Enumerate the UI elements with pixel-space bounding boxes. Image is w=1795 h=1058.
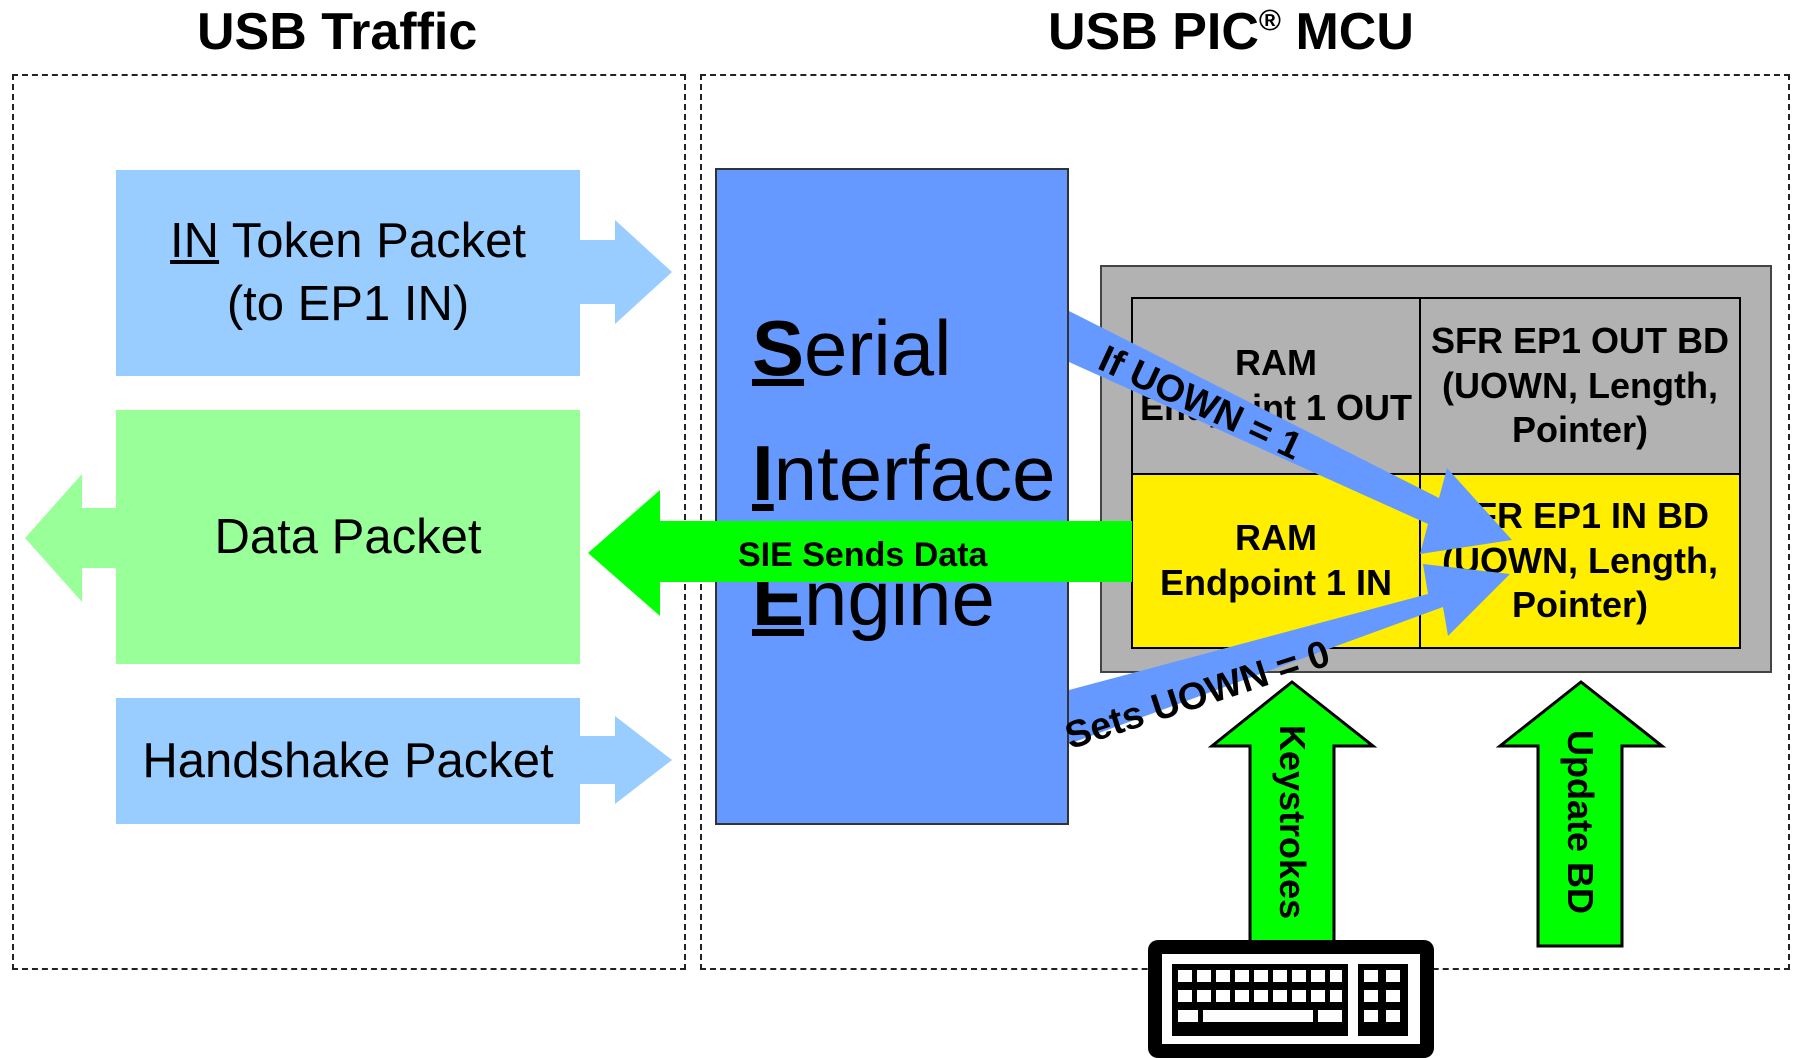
- sie-sends-data-label: SIE Sends Data: [738, 536, 988, 574]
- sie-line-interface: Interface: [752, 429, 1056, 517]
- serial-interface-engine: [715, 168, 1069, 825]
- update-bd-arrow: [1495, 680, 1667, 948]
- handshake-arrow: [578, 716, 672, 804]
- sie-line-serial: Serial: [752, 304, 952, 392]
- if-uown-arrow: [1069, 311, 1512, 554]
- keystrokes-arrow: [1207, 680, 1378, 948]
- sets-uown-arrow: [1069, 564, 1510, 744]
- in-token-packet: IN Token Packet(to EP1 IN): [116, 170, 580, 376]
- sie-sends-data-arrow: [588, 490, 1132, 616]
- in-token-arrow: [578, 220, 672, 324]
- usb-traffic-title: USB Traffic: [197, 3, 478, 61]
- keystrokes-label: Keystrokes: [1272, 725, 1313, 920]
- update-bd-label: Update BD: [1560, 730, 1601, 915]
- usb-pic-mcu-title: USB PIC® MCU: [1048, 3, 1414, 61]
- data-out-arrow: [25, 474, 116, 602]
- handshake-packet: Handshake Packet: [116, 698, 580, 824]
- keyboard-icon: [1148, 940, 1434, 1058]
- data-packet: Data Packet: [116, 410, 580, 664]
